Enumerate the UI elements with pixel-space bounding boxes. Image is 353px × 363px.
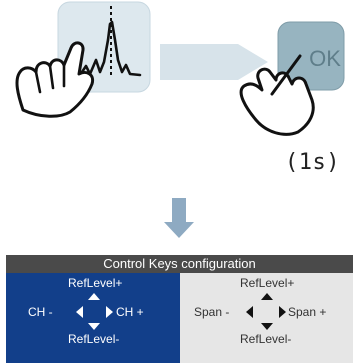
- hold-duration-label: (1s): [285, 150, 340, 175]
- svg-text:OK: OK: [309, 46, 341, 71]
- caret-left-icon: [246, 306, 253, 318]
- arrow-right-icon: [160, 44, 268, 80]
- control-keys-option-channel[interactable]: RefLevel+ CH - CH + RefLevel-: [6, 273, 180, 363]
- key-right-label: CH +: [116, 305, 144, 319]
- key-up-label: RefLevel+: [68, 276, 123, 290]
- caret-right-icon: [279, 306, 286, 318]
- key-left-label: CH -: [28, 305, 53, 319]
- spectrum-trace-icon: [60, 20, 142, 77]
- caret-down-icon: [88, 323, 100, 330]
- key-left-label: Span -: [194, 305, 230, 319]
- caret-up-icon: [261, 293, 273, 300]
- key-down-label: RefLevel-: [68, 332, 120, 346]
- key-down-label: RefLevel-: [240, 332, 292, 346]
- caret-left-icon: [76, 306, 83, 318]
- ok-key-icon: OK: [277, 21, 345, 91]
- caret-up-icon: [88, 293, 100, 300]
- arrow-down-icon: [164, 198, 194, 238]
- key-up-label: RefLevel+: [240, 276, 295, 290]
- hand-pointer-icon: [15, 41, 95, 118]
- control-keys-option-span[interactable]: RefLevel+ Span - Span + RefLevel-: [180, 273, 353, 363]
- key-right-label: Span +: [288, 305, 327, 319]
- illustration-graphic: OK: [15, 1, 345, 238]
- hand-pressing-icon: [239, 54, 315, 136]
- caret-down-icon: [261, 323, 273, 330]
- control-keys-header: Control Keys configuration: [6, 255, 353, 273]
- caret-right-icon: [106, 306, 113, 318]
